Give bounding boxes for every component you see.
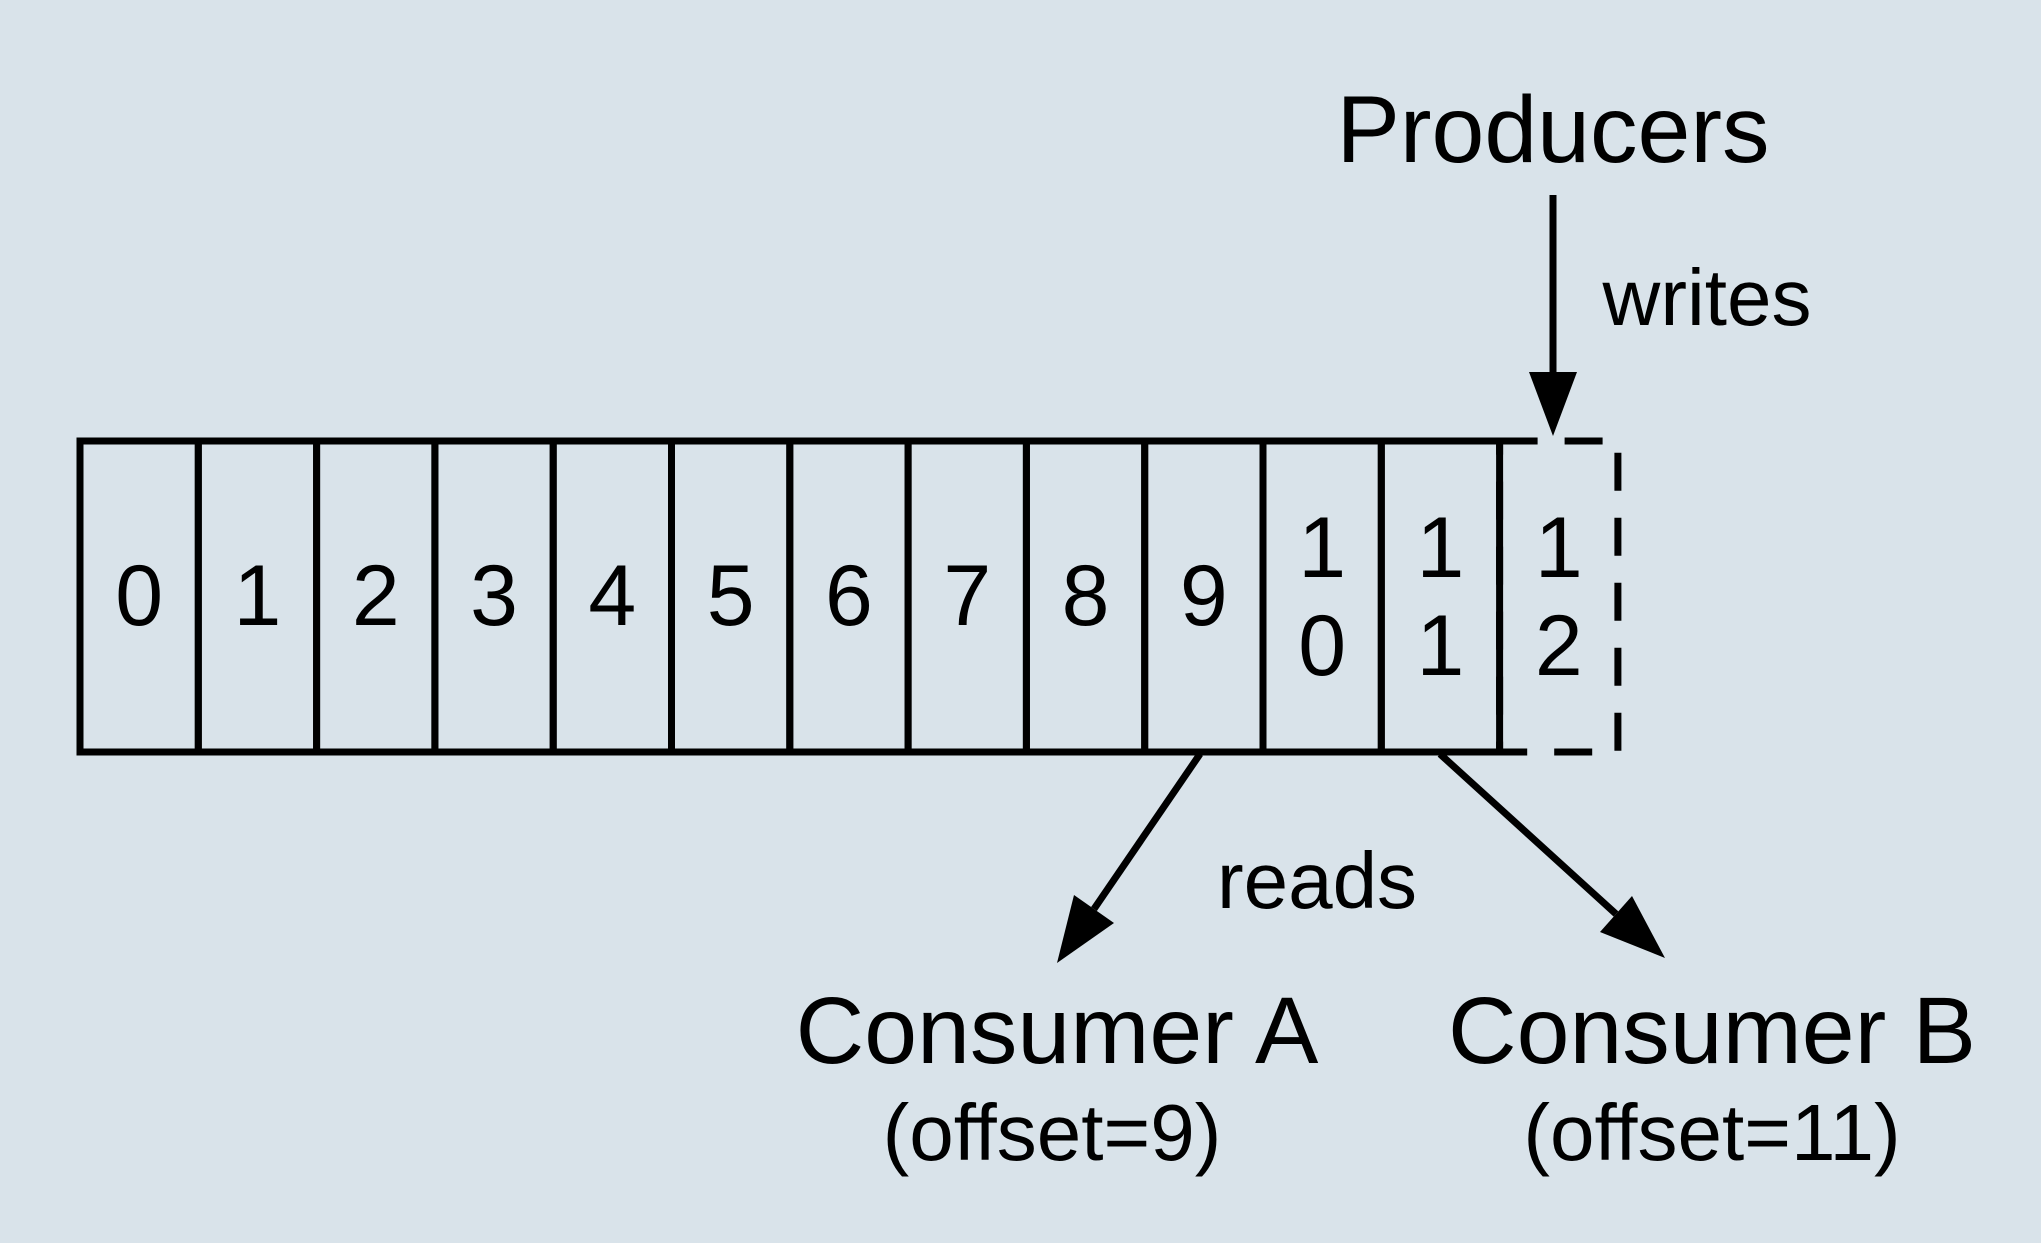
log-cell-4: 4 (549, 437, 676, 756)
log-cell-value: 2 (352, 548, 400, 644)
consumer-b-read-arrow-icon (1437, 751, 1665, 958)
writes-label: writes (1602, 253, 1812, 342)
log-cell-9: 9 (1141, 437, 1267, 756)
log-cell-value-line: 1 (1535, 500, 1583, 596)
consumer-a-read-arrow-icon (1057, 752, 1203, 963)
log-cell-value: 6 (825, 548, 873, 644)
producers-label: Producers (1337, 77, 1770, 183)
log-next-slot-border (1496, 437, 1622, 756)
log-cell-value-line: 1 (1417, 500, 1465, 596)
consumer-a-offset-label: (offset=9) (883, 1088, 1222, 1177)
log-cell-value-line: 1 (1417, 598, 1465, 694)
log-cell-value: 3 (470, 548, 518, 644)
log-cell-value-line: 1 (1298, 500, 1346, 596)
log-cell-value: 0 (115, 548, 163, 644)
log-cell-11: 11 (1377, 437, 1504, 756)
log-cell-value: 5 (707, 548, 755, 644)
log-cell-value: 1 (234, 548, 282, 644)
log-cell-value: 8 (1062, 548, 1110, 644)
log-cell-value-line: 0 (1298, 598, 1346, 694)
producers-write-arrow-icon (1529, 195, 1577, 436)
log-cell-value-line: 2 (1535, 598, 1583, 694)
consumer-a-label: Consumer A (796, 978, 1319, 1084)
consumer-b-offset-label: (offset=11) (1523, 1088, 1900, 1177)
log-next-slot: 12 (1496, 437, 1622, 756)
reads-label: reads (1217, 836, 1417, 925)
consumer-b-label: Consumer B (1448, 978, 1976, 1084)
log-cell-value: 7 (943, 548, 991, 644)
log-cell-value: 9 (1180, 548, 1228, 644)
log-cell-border (1377, 437, 1504, 756)
log-cell-value: 4 (588, 548, 636, 644)
